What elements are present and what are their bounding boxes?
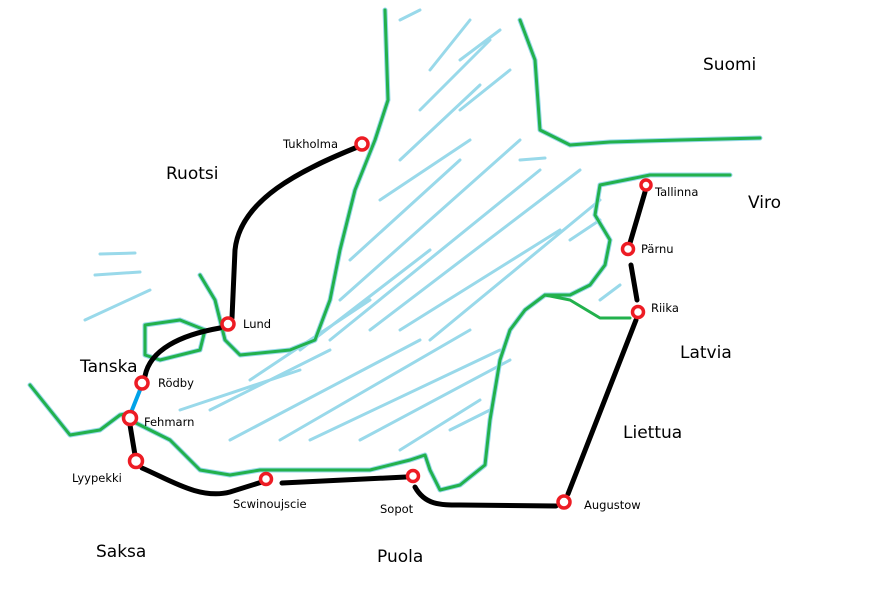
- label-riika: Riika: [651, 301, 679, 315]
- label-liettua: Liettua: [623, 423, 682, 443]
- route-sopot-augustow: [412, 484, 559, 509]
- station-parnu[interactable]: [620, 241, 636, 257]
- label-viro: Viro: [748, 193, 781, 213]
- station-tukholma[interactable]: [354, 136, 370, 152]
- ferry-rodby-fehmarn: [130, 388, 142, 412]
- station-lyypekki[interactable]: [127, 452, 145, 470]
- city-labels: Tukholma Tallinna Pärnu Riika Lund Rödby…: [72, 137, 698, 516]
- route-parnu-tallinna: [627, 189, 648, 246]
- route-augustow-riika: [565, 317, 639, 497]
- route-fehmarn-lyypekki: [127, 422, 138, 458]
- label-sopot: Sopot: [380, 502, 414, 516]
- country-labels: Suomi Ruotsi Viro Latvia Liettua Tanska …: [79, 55, 781, 567]
- label-puola: Puola: [377, 547, 423, 567]
- label-tukholma: Tukholma: [282, 137, 338, 151]
- label-latvia: Latvia: [680, 343, 732, 363]
- label-lund: Lund: [243, 317, 271, 331]
- route-riika-parnu: [628, 262, 640, 303]
- route-lund-rodby: [142, 325, 223, 379]
- station-augustow[interactable]: [556, 494, 572, 510]
- label-lyypekki: Lyypekki: [72, 471, 122, 485]
- label-saksa: Saksa: [96, 542, 146, 562]
- label-augustow: Augustow: [584, 498, 641, 512]
- label-rodby: Rödby: [158, 376, 194, 390]
- label-scwinoujscie: Scwinoujscie: [233, 497, 307, 511]
- label-tallinna: Tallinna: [654, 185, 698, 199]
- station-riika[interactable]: [630, 304, 646, 320]
- rail-routes: [127, 143, 648, 509]
- station-sopot[interactable]: [405, 468, 421, 484]
- coastlines: [27, 7, 763, 493]
- station-tallinna[interactable]: [639, 178, 653, 192]
- label-fehmarn: Fehmarn: [144, 415, 194, 429]
- label-parnu: Pärnu: [641, 242, 674, 256]
- route-scwinoujscie-sopot: [279, 474, 409, 486]
- station-fehmarn[interactable]: [121, 409, 139, 427]
- route-tukholma-lund: [229, 143, 363, 321]
- station-lund[interactable]: [220, 316, 236, 332]
- station-scwinoujscie[interactable]: [258, 471, 274, 487]
- label-ruotsi: Ruotsi: [166, 164, 218, 184]
- route-lyypekki-scwinoujscie: [139, 465, 265, 497]
- label-suomi: Suomi: [703, 55, 756, 75]
- station-rodby[interactable]: [134, 375, 150, 391]
- stations: [121, 136, 653, 510]
- label-tanska: Tanska: [79, 357, 138, 377]
